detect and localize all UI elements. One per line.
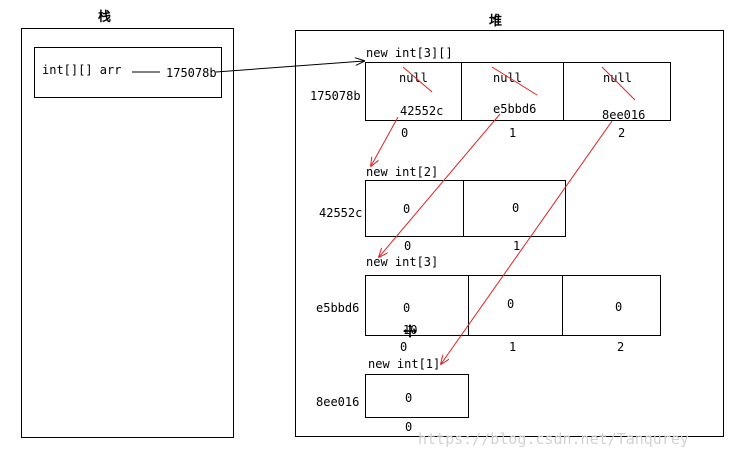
array-a-index-1: 1 xyxy=(513,239,521,253)
outer-cell-0-value: 42552c xyxy=(400,104,444,118)
array-c-cell-0-value: 0 xyxy=(405,391,413,405)
strike-null-0 xyxy=(402,66,433,93)
outer-cell-2-value: 8ee016 xyxy=(602,108,646,122)
ref-arrow-1 xyxy=(379,113,501,257)
array-a-cell-1-value: 0 xyxy=(512,201,520,215)
heap-panel xyxy=(295,30,724,437)
array-c-box: 0 xyxy=(365,374,469,418)
array-b-cell-2: 0 xyxy=(562,276,660,335)
strike-null-2 xyxy=(601,66,636,101)
stack-panel xyxy=(21,28,234,438)
array-b-decl: new int[3] xyxy=(366,255,439,269)
array-a-box: 0 0 xyxy=(365,180,566,237)
array-a-cell-0: 0 xyxy=(366,181,463,236)
outer-cell-0-old: null xyxy=(399,71,428,85)
array-b-index-0: 0 xyxy=(400,340,408,354)
array-a-cell-1: 0 xyxy=(463,181,565,236)
array-b-cell-1: 0 xyxy=(468,276,562,335)
array-b-cell-2-value: 0 xyxy=(615,300,623,314)
stack-frame-arr xyxy=(34,47,222,98)
array-a-decl: new int[2] xyxy=(366,165,439,179)
stack-variable-label: int[][] arr xyxy=(42,63,122,77)
array-b-index-1: 1 xyxy=(509,340,517,354)
array-a-index-0: 0 xyxy=(404,239,412,253)
array-c-address: 8ee016 xyxy=(316,395,360,409)
stack-to-heap-arrow xyxy=(215,61,364,73)
outer-index-2: 2 xyxy=(618,126,626,140)
outer-cell-1-value: e5bbd6 xyxy=(493,102,537,116)
array-b-cell-1-value: 0 xyxy=(507,297,515,311)
array-a-cell-0-value: 0 xyxy=(403,202,411,216)
strike-null-1 xyxy=(491,66,538,96)
array-b-address: e5bbd6 xyxy=(316,301,360,315)
array-a-address: 42552c xyxy=(319,206,363,220)
outer-array-cell-0: null 42552c xyxy=(366,63,461,120)
array-c-index-0: 0 xyxy=(405,420,413,434)
outer-index-1: 1 xyxy=(509,126,517,140)
watermark-text: https://blog.csdn.net/Tanqurey xyxy=(418,430,689,448)
array-c-decl: new int[1] xyxy=(368,357,441,371)
outer-array-box: null 42552c null e5bbd6 null 8ee016 xyxy=(365,62,671,121)
array-b-cell-0-value: 0 xyxy=(403,301,411,315)
stack-title: 栈 xyxy=(98,10,112,25)
move-cursor-icon xyxy=(403,324,417,338)
array-b-box: 0 10 0 0 xyxy=(365,275,661,336)
stack-reference-value: 175078b xyxy=(166,66,217,80)
outer-array-address: 175078b xyxy=(310,89,361,103)
array-b-index-2: 2 xyxy=(617,340,625,354)
heap-title: 堆 xyxy=(489,14,503,29)
ref-arrow-0 xyxy=(371,116,399,166)
outer-index-0: 0 xyxy=(401,126,409,140)
ref-arrow-2 xyxy=(441,120,613,364)
outer-array-decl: new int[3][] xyxy=(366,46,453,60)
